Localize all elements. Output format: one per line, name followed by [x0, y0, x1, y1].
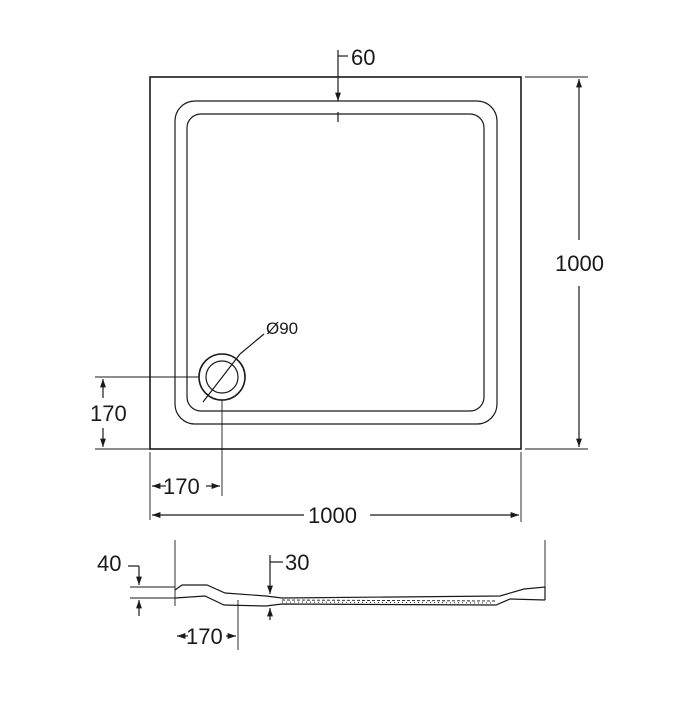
- base-depth-label: 30: [285, 550, 309, 575]
- dimension-base-depth: 30: [267, 550, 309, 620]
- tray-depth-label: 40: [97, 551, 121, 576]
- drain-offset-y-label: 170: [90, 401, 127, 426]
- tray-width-label: 1000: [308, 503, 357, 528]
- dimension-section-drain-offset: 170: [177, 600, 239, 650]
- section-view: [174, 540, 546, 607]
- dimension-tray-width: 1000: [152, 452, 522, 528]
- tray-height-label: 1000: [555, 251, 604, 276]
- dimension-tray-depth: 40: [97, 551, 175, 616]
- drain-inner-circle: [205, 360, 239, 394]
- drain-diameter-label: Ø90: [266, 319, 298, 338]
- section-drain-offset-label: 170: [186, 624, 223, 649]
- dimension-drain-diameter: Ø90: [202, 319, 298, 403]
- tray-basin-outline: [186, 113, 485, 412]
- dimension-drain-offset-y: 170: [90, 376, 199, 450]
- dimension-drain-offset-x: 170: [149, 400, 223, 520]
- tray-rim-inner-outline: [174, 100, 498, 425]
- rim-width-label: 60: [351, 45, 375, 70]
- tray-outer-outline: [149, 76, 522, 450]
- plan-view: [149, 76, 522, 450]
- dimension-tray-height: 1000: [525, 76, 604, 450]
- dimension-rim-width: 60: [335, 45, 375, 122]
- drain-offset-x-label: 170: [163, 474, 200, 499]
